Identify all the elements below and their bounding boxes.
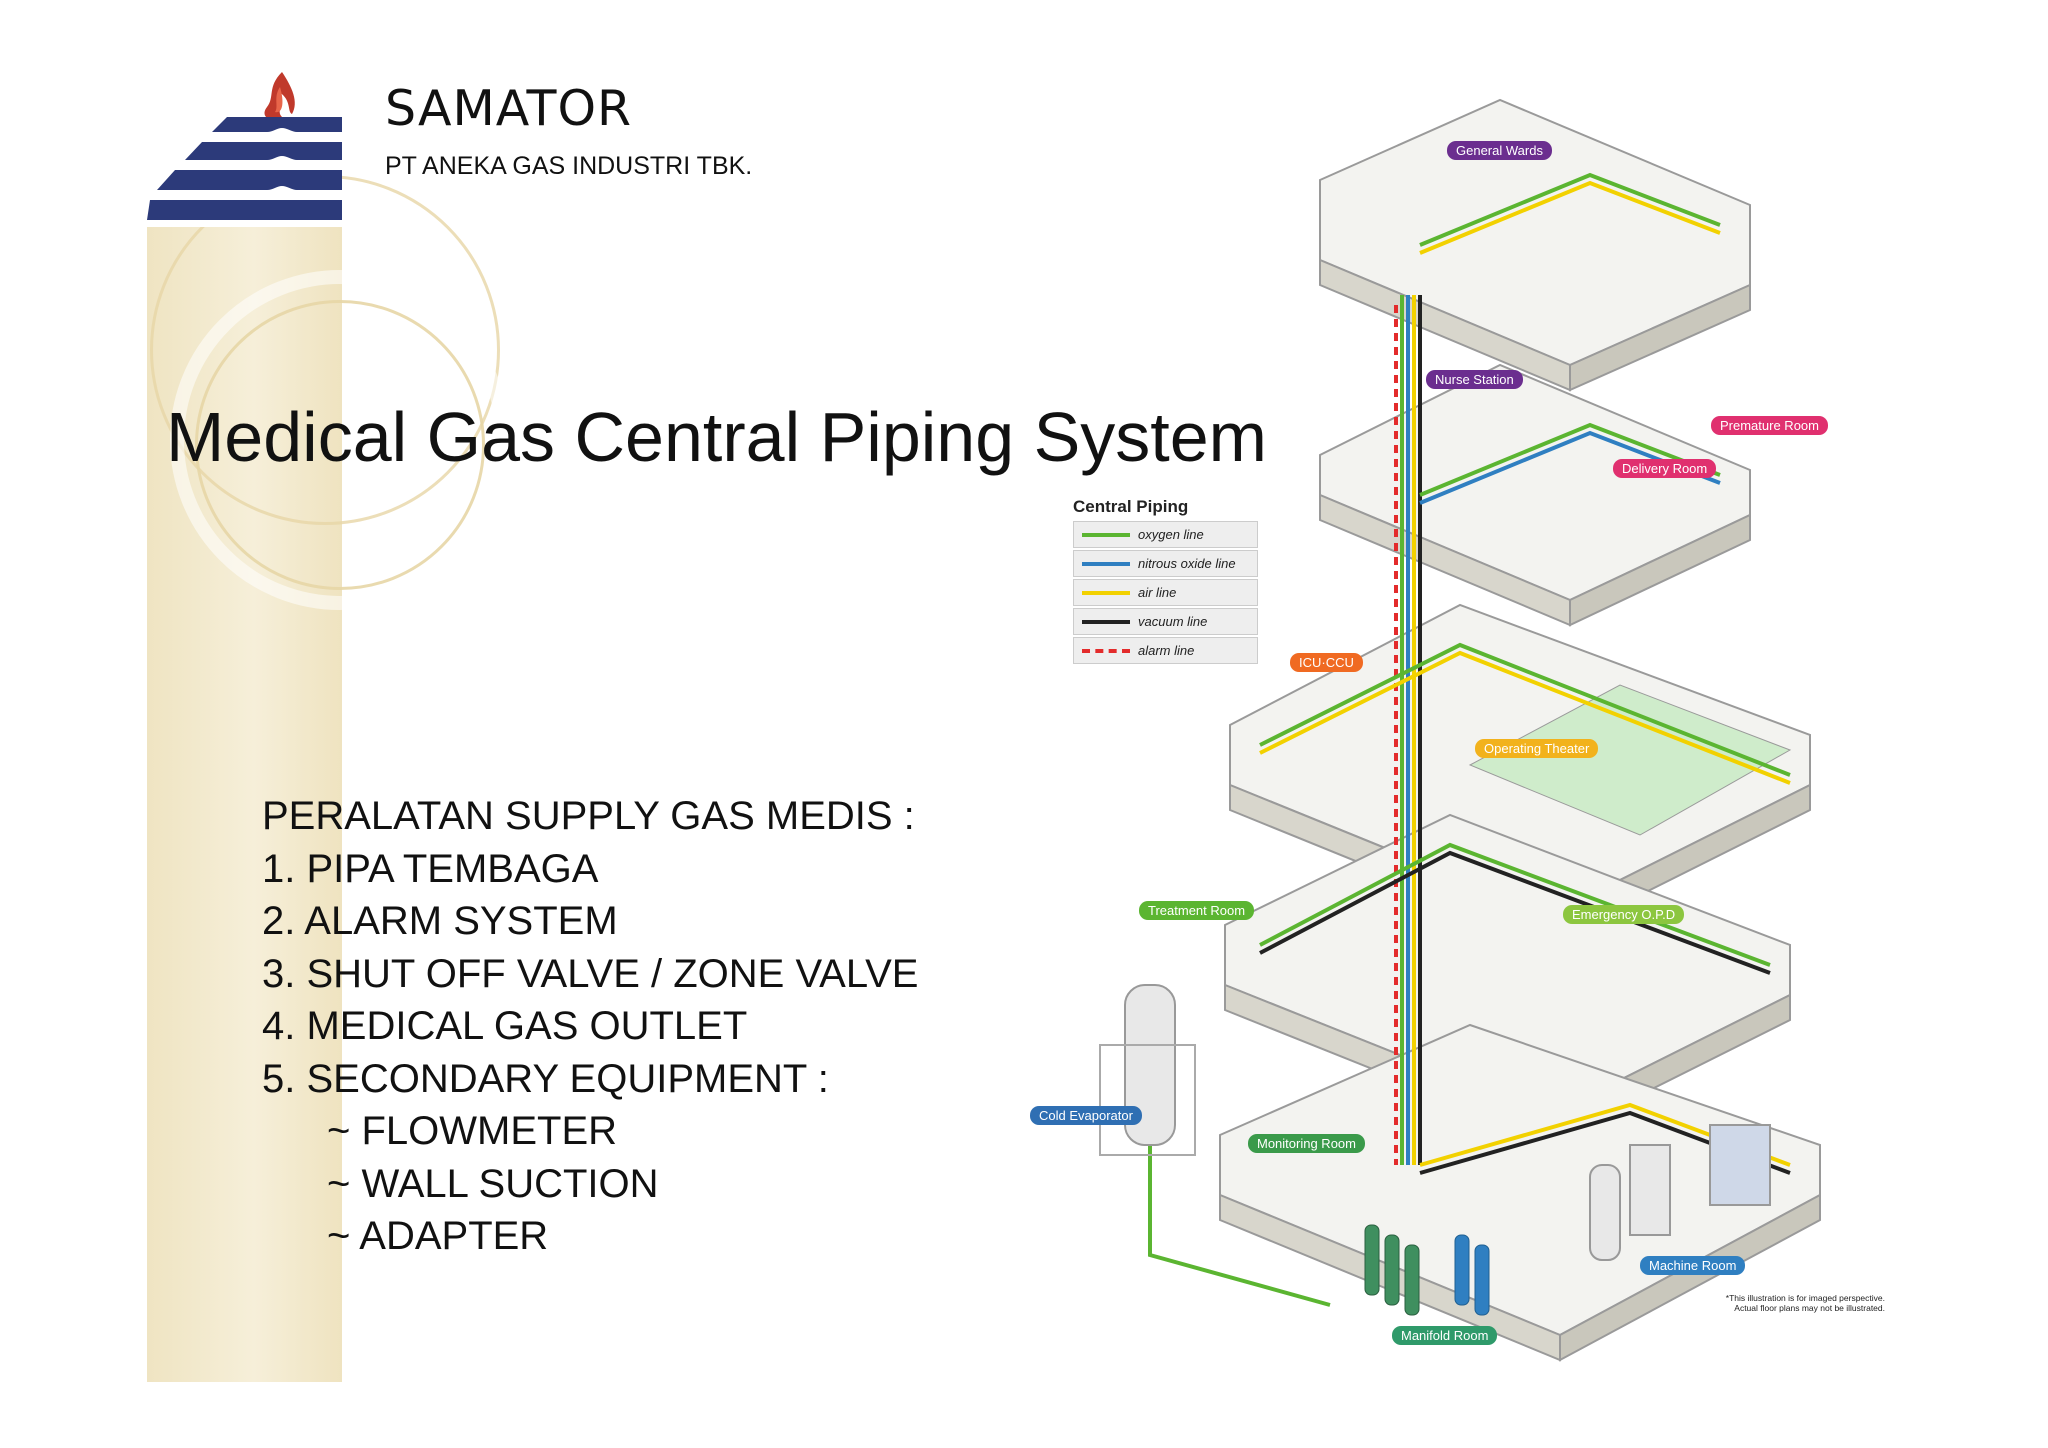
legend-title: Central Piping (1073, 497, 1189, 516)
list-item: 2. ALARM SYSTEM (262, 899, 618, 943)
room-tag-monitoring-room: Monitoring Room (1248, 1134, 1365, 1153)
room-tag-treatment-room: Treatment Room (1139, 901, 1255, 920)
list-sub-item: ~ ADAPTER (327, 1214, 549, 1258)
legend-entry: vacuum line (1073, 608, 1258, 635)
legend-entry: nitrous oxide line (1073, 550, 1258, 577)
room-tag-manifold-room: Manifold Room (1392, 1326, 1498, 1345)
room-tag-label: Emergency O.P.D (1572, 907, 1676, 922)
room-tag-machine-room: Machine Room (1640, 1256, 1746, 1275)
decorative-arc (195, 300, 485, 590)
room-tag-label: ICU·CCU (1299, 655, 1354, 670)
legend-entry: alarm line (1073, 637, 1258, 664)
room-tag-delivery-room: Delivery Room (1613, 459, 1717, 478)
room-tag-label: General Wards (1456, 143, 1543, 158)
room-tag-label: Delivery Room (1622, 461, 1708, 476)
legend-swatch (1082, 619, 1130, 624)
legend-label: air line (1138, 585, 1177, 600)
room-tag-nurse-station: Nurse Station (1426, 370, 1523, 389)
room-tag-label: Treatment Room (1148, 903, 1246, 918)
legend-label: vacuum line (1138, 614, 1208, 629)
room-tag-operating-theater: Operating Theater (1475, 739, 1599, 758)
samator-logo (147, 62, 342, 227)
room-tag-label: Nurse Station (1435, 372, 1514, 387)
footnote-line: *This illustration is for imaged perspec… (1725, 1293, 1885, 1303)
list-heading: PERALATAN SUPPLY GAS MEDIS : (262, 794, 915, 838)
equipment-list: PERALATAN SUPPLY GAS MEDIS : 1. PIPA TEM… (262, 790, 918, 1263)
list-item: 4. MEDICAL GAS OUTLET (262, 1004, 748, 1048)
legend-entry: oxygen line (1073, 521, 1258, 548)
room-tag-icu-ccu: ICU·CCU (1290, 653, 1363, 672)
brand-name: SAMATOR (385, 80, 633, 137)
room-tag-label: Operating Theater (1484, 741, 1590, 756)
list-item: 3. SHUT OFF VALVE / ZONE VALVE (262, 951, 919, 996)
room-tag-label: Machine Room (1649, 1258, 1737, 1273)
room-tag-premature-room: Premature Room (1711, 416, 1828, 435)
legend-swatch (1082, 648, 1130, 653)
legend-swatch (1082, 561, 1130, 566)
list-sub-item: ~ WALL SUCTION (327, 1161, 659, 1206)
list-item: 5. SECONDARY EQUIPMENT : (262, 1056, 829, 1101)
room-tag-general-wards: General Wards (1447, 141, 1552, 160)
piping-legend: Central Piping oxygen line nitrous oxide… (1073, 497, 1258, 666)
room-tag-cold-evaporator: Cold Evaporator (1030, 1106, 1142, 1125)
list-item: 1. PIPA TEMBAGA (262, 846, 599, 891)
room-tag-emergency-opd: Emergency O.P.D (1563, 905, 1685, 924)
legend-swatch (1082, 532, 1130, 537)
list-sub-item: ~ FLOWMETER (327, 1109, 618, 1153)
slide-title: Medical Gas Central Piping System (166, 398, 1267, 476)
illustration-footnote: *This illustration is for imaged perspec… (1700, 1293, 1885, 1313)
company-name: PT ANEKA GAS INDUSTRI TBK. (385, 152, 753, 180)
room-tag-label: Premature Room (1720, 418, 1819, 433)
hospital-piping-illustration (1099, 98, 1821, 1362)
legend-entry: air line (1073, 579, 1258, 606)
legend-label: alarm line (1138, 643, 1195, 658)
legend-swatch (1082, 590, 1130, 595)
footnote-line: Actual floor plans may not be illustrate… (1734, 1303, 1885, 1313)
room-tag-label: Manifold Room (1401, 1328, 1489, 1343)
room-tag-label: Monitoring Room (1257, 1136, 1356, 1151)
legend-label: oxygen line (1138, 527, 1204, 542)
legend-label: nitrous oxide line (1138, 556, 1236, 571)
room-tag-label: Cold Evaporator (1039, 1108, 1133, 1123)
